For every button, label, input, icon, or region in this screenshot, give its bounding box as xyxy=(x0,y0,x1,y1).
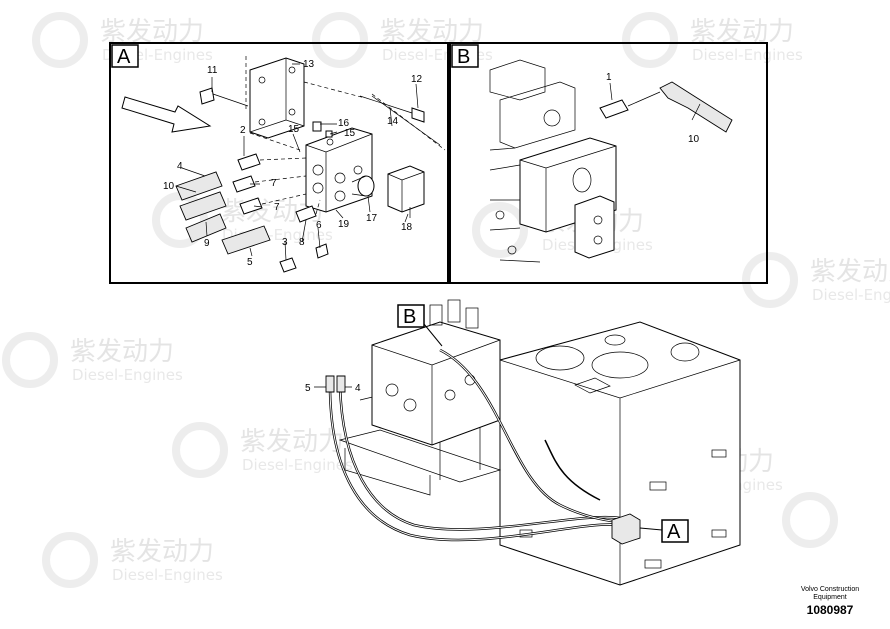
nipple-6 xyxy=(315,243,329,259)
callout-a-19: 19 xyxy=(338,219,350,230)
callout-a-12: 12 xyxy=(411,74,423,85)
bolt-12 xyxy=(411,107,425,123)
tank-filler-cap xyxy=(670,342,700,362)
solenoid-18 xyxy=(387,165,425,213)
callout-a-13: 13 xyxy=(303,59,315,70)
panel-a: A xyxy=(109,42,449,284)
watermark-brand-en: Diesel-Engines xyxy=(692,46,803,64)
callout-a-17: 17 xyxy=(366,213,378,224)
hose-10-elbow xyxy=(659,81,733,133)
fitting-7a xyxy=(232,175,256,193)
watermark-brand-en: Diesel-Engines xyxy=(242,456,353,474)
callout-a-15: 15 xyxy=(288,124,300,135)
fitting-7b xyxy=(239,197,263,215)
callout-a-7b: 7 xyxy=(274,202,280,213)
callout-a-14: 14 xyxy=(387,116,399,127)
callout-a-2: 2 xyxy=(240,125,246,136)
flow-arrow-icon xyxy=(121,96,212,133)
main-assembly: B A 5 4 xyxy=(305,299,741,586)
cartridge-17 xyxy=(357,175,375,197)
valve-block xyxy=(305,127,373,213)
drawing-number: 1080987 xyxy=(806,603,854,617)
watermark-brand-cn: 紫发动力 xyxy=(810,257,890,287)
watermark-brand-en: Diesel-Engines xyxy=(812,286,890,304)
control-valve-bank xyxy=(371,321,501,446)
drawing-footer: Volvo Construction Equipment 1080987 xyxy=(790,586,870,618)
tank-valve xyxy=(611,513,641,545)
plug-3 xyxy=(279,257,297,273)
callout-a-11: 11 xyxy=(207,65,218,76)
callout-b-1: 1 xyxy=(606,72,612,83)
panel-a-letter: A xyxy=(117,46,131,68)
panel-b-frame xyxy=(449,42,768,284)
watermark-brand-cn: 紫发动力 xyxy=(110,537,214,567)
callout-a-box xyxy=(661,519,689,543)
callout-a-4: 4 xyxy=(177,161,183,172)
watermark-brand-en: Diesel-Engines xyxy=(112,566,223,584)
callout-a-10: 10 xyxy=(163,181,175,192)
callout-a-15b: 15 xyxy=(344,128,356,139)
callout-a-letter: A xyxy=(667,521,681,543)
callout-a-16: 16 xyxy=(338,118,350,129)
callout-a-8: 8 xyxy=(299,237,305,248)
watermark-brand-en: Diesel-Engines xyxy=(72,366,183,384)
watermark-brand-cn: 紫发动力 xyxy=(240,427,344,457)
callout-a-6: 6 xyxy=(316,220,322,231)
callout-b-10: 10 xyxy=(688,134,700,145)
panel-a-letter-box xyxy=(111,44,139,68)
callout-a-9: 9 xyxy=(204,238,210,249)
hose-10 xyxy=(179,191,227,221)
callout-a-5: 5 xyxy=(247,257,253,268)
panel-b-letter-box xyxy=(451,44,479,68)
panel-a-frame xyxy=(109,42,449,284)
callout-b-letter: B xyxy=(403,306,416,328)
company-name-line1: Volvo Construction xyxy=(800,586,860,593)
panel-b-letter: B xyxy=(457,46,470,68)
plug-16 xyxy=(312,121,322,132)
callout-a-7: 7 xyxy=(271,178,277,189)
fitting-1 xyxy=(599,99,629,119)
fitting-8 xyxy=(295,205,317,223)
callout-a-18: 18 xyxy=(401,222,413,233)
callout-main-4: 4 xyxy=(355,383,361,394)
callout-main-5: 5 xyxy=(305,383,311,394)
callout-a-3: 3 xyxy=(282,237,288,248)
watermark-brand-cn: 紫发动力 xyxy=(70,337,174,367)
hose-9 xyxy=(185,213,227,243)
company-name-line2: Equipment xyxy=(813,594,847,601)
bolt-11 xyxy=(199,87,215,105)
callout-b-box xyxy=(397,304,425,328)
fitting-2 xyxy=(237,153,261,171)
hose-4 xyxy=(175,171,223,201)
hose-5 xyxy=(221,225,271,255)
valve-port-block xyxy=(574,195,615,259)
panel-b: B 1 10 xyxy=(449,42,768,284)
